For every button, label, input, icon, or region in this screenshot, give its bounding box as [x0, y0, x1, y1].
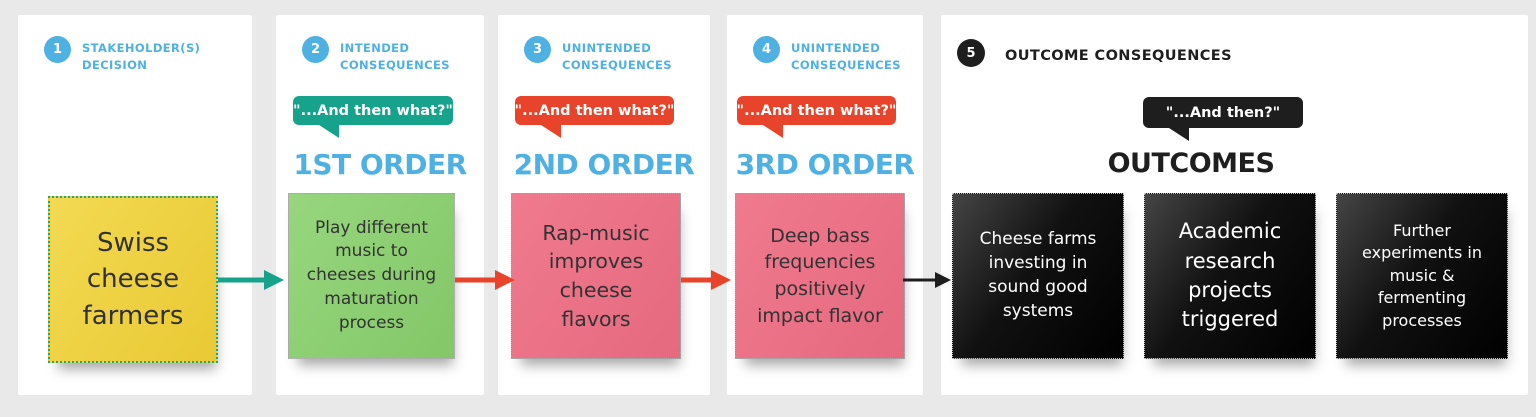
sticky-note-outcome-3[interactable]: Further experiments in music & fermentin…: [1336, 193, 1508, 359]
column-stakeholder-decision: 1 STAKEHOLDER(S) DECISION Swiss cheese f…: [18, 15, 252, 395]
arrow-shaft: [681, 277, 711, 283]
step-1-badge: 1: [44, 36, 71, 63]
sticky-note-text: Further experiments in music & fermentin…: [1362, 221, 1482, 330]
speech-bubble-tail: [1169, 128, 1189, 141]
sticky-note-text: Swiss cheese farmers: [82, 227, 184, 331]
and-then-what-speech-bubble: "...And then what?": [293, 96, 453, 138]
arrow-head: [711, 270, 731, 290]
sticky-note-text: Cheese farms investing in sound good sys…: [979, 229, 1097, 321]
column-4-label: UNINTENDED CONSEQUENCES: [791, 41, 901, 72]
outcomes-heading: OUTCOMES: [1107, 148, 1275, 179]
connector-arrow-2nd-to-3rd-order[interactable]: [681, 270, 731, 290]
sticky-note-first-order[interactable]: Play different music to cheeses during m…: [288, 193, 455, 359]
column-outcome-consequences: 5 OUTCOME CONSEQUENCES "...And then?" OU…: [941, 15, 1528, 395]
connector-arrow-stakeholder-to-1st-order[interactable]: [218, 270, 284, 290]
and-then-what-speech-bubble: "...And then what?": [514, 96, 675, 138]
sticky-note-text: Deep bass frequencies positively impact …: [757, 224, 883, 327]
speech-bubble-text: "...And then what?": [293, 102, 453, 119]
sticky-note-text: Play different music to cheeses during m…: [306, 217, 437, 333]
step-2-badge: 2: [302, 36, 329, 63]
column-intended-consequences: 2 INTENDED CONSEQUENCES "...And then wha…: [276, 15, 484, 395]
and-then-speech-bubble: "...And then?": [1143, 97, 1303, 141]
speech-bubble-text: "...And then what?": [736, 102, 897, 119]
column-unintended-consequences-3rd: 4 UNINTENDED CONSEQUENCES "...And then w…: [727, 15, 923, 395]
sticky-note-second-order[interactable]: Rap-music improves cheese flavors: [511, 193, 681, 359]
column-5-label: OUTCOME CONSEQUENCES: [1005, 48, 1232, 64]
speech-bubble-text: "...And then?": [1165, 104, 1281, 121]
step-4-badge: 4: [753, 36, 780, 63]
connector-arrow-3rd-order-to-outcomes[interactable]: [903, 272, 951, 288]
arrow-head: [264, 270, 284, 290]
speech-bubble-tail: [763, 125, 783, 138]
column-3-label: UNINTENDED CONSEQUENCES: [562, 41, 672, 72]
sticky-note-text: Academic research projects triggered: [1178, 219, 1282, 332]
third-order-heading: 3RD ORDER: [735, 148, 915, 181]
column-1-label: STAKEHOLDER(S) DECISION: [82, 41, 201, 72]
and-then-what-speech-bubble: "...And then what?": [736, 96, 897, 138]
arrow-head: [495, 270, 515, 290]
speech-bubble-tail: [319, 125, 339, 138]
speech-bubble-text: "...And then what?": [514, 102, 675, 119]
connector-arrow-1st-to-2nd-order[interactable]: [455, 270, 515, 290]
column-unintended-consequences-2nd: 3 UNINTENDED CONSEQUENCES "...And then w…: [498, 15, 710, 395]
column-2-label: INTENDED CONSEQUENCES: [340, 41, 450, 72]
sticky-note-third-order[interactable]: Deep bass frequencies positively impact …: [735, 193, 905, 359]
sticky-note-text: Rap-music improves cheese flavors: [542, 220, 650, 331]
arrow-shaft: [218, 277, 264, 283]
arrow-shaft: [455, 277, 495, 283]
first-order-heading: 1ST ORDER: [293, 148, 467, 181]
step-3-badge: 3: [524, 36, 551, 63]
step-5-badge: 5: [957, 39, 985, 67]
sticky-note-stakeholder[interactable]: Swiss cheese farmers: [48, 196, 218, 363]
arrow-shaft: [903, 278, 935, 282]
speech-bubble-tail: [541, 125, 561, 138]
arrow-head: [935, 272, 951, 288]
sticky-note-outcome-1[interactable]: Cheese farms investing in sound good sys…: [952, 193, 1124, 359]
second-order-heading: 2ND ORDER: [513, 148, 695, 181]
sticky-note-outcome-2[interactable]: Academic research projects triggered: [1144, 193, 1316, 359]
